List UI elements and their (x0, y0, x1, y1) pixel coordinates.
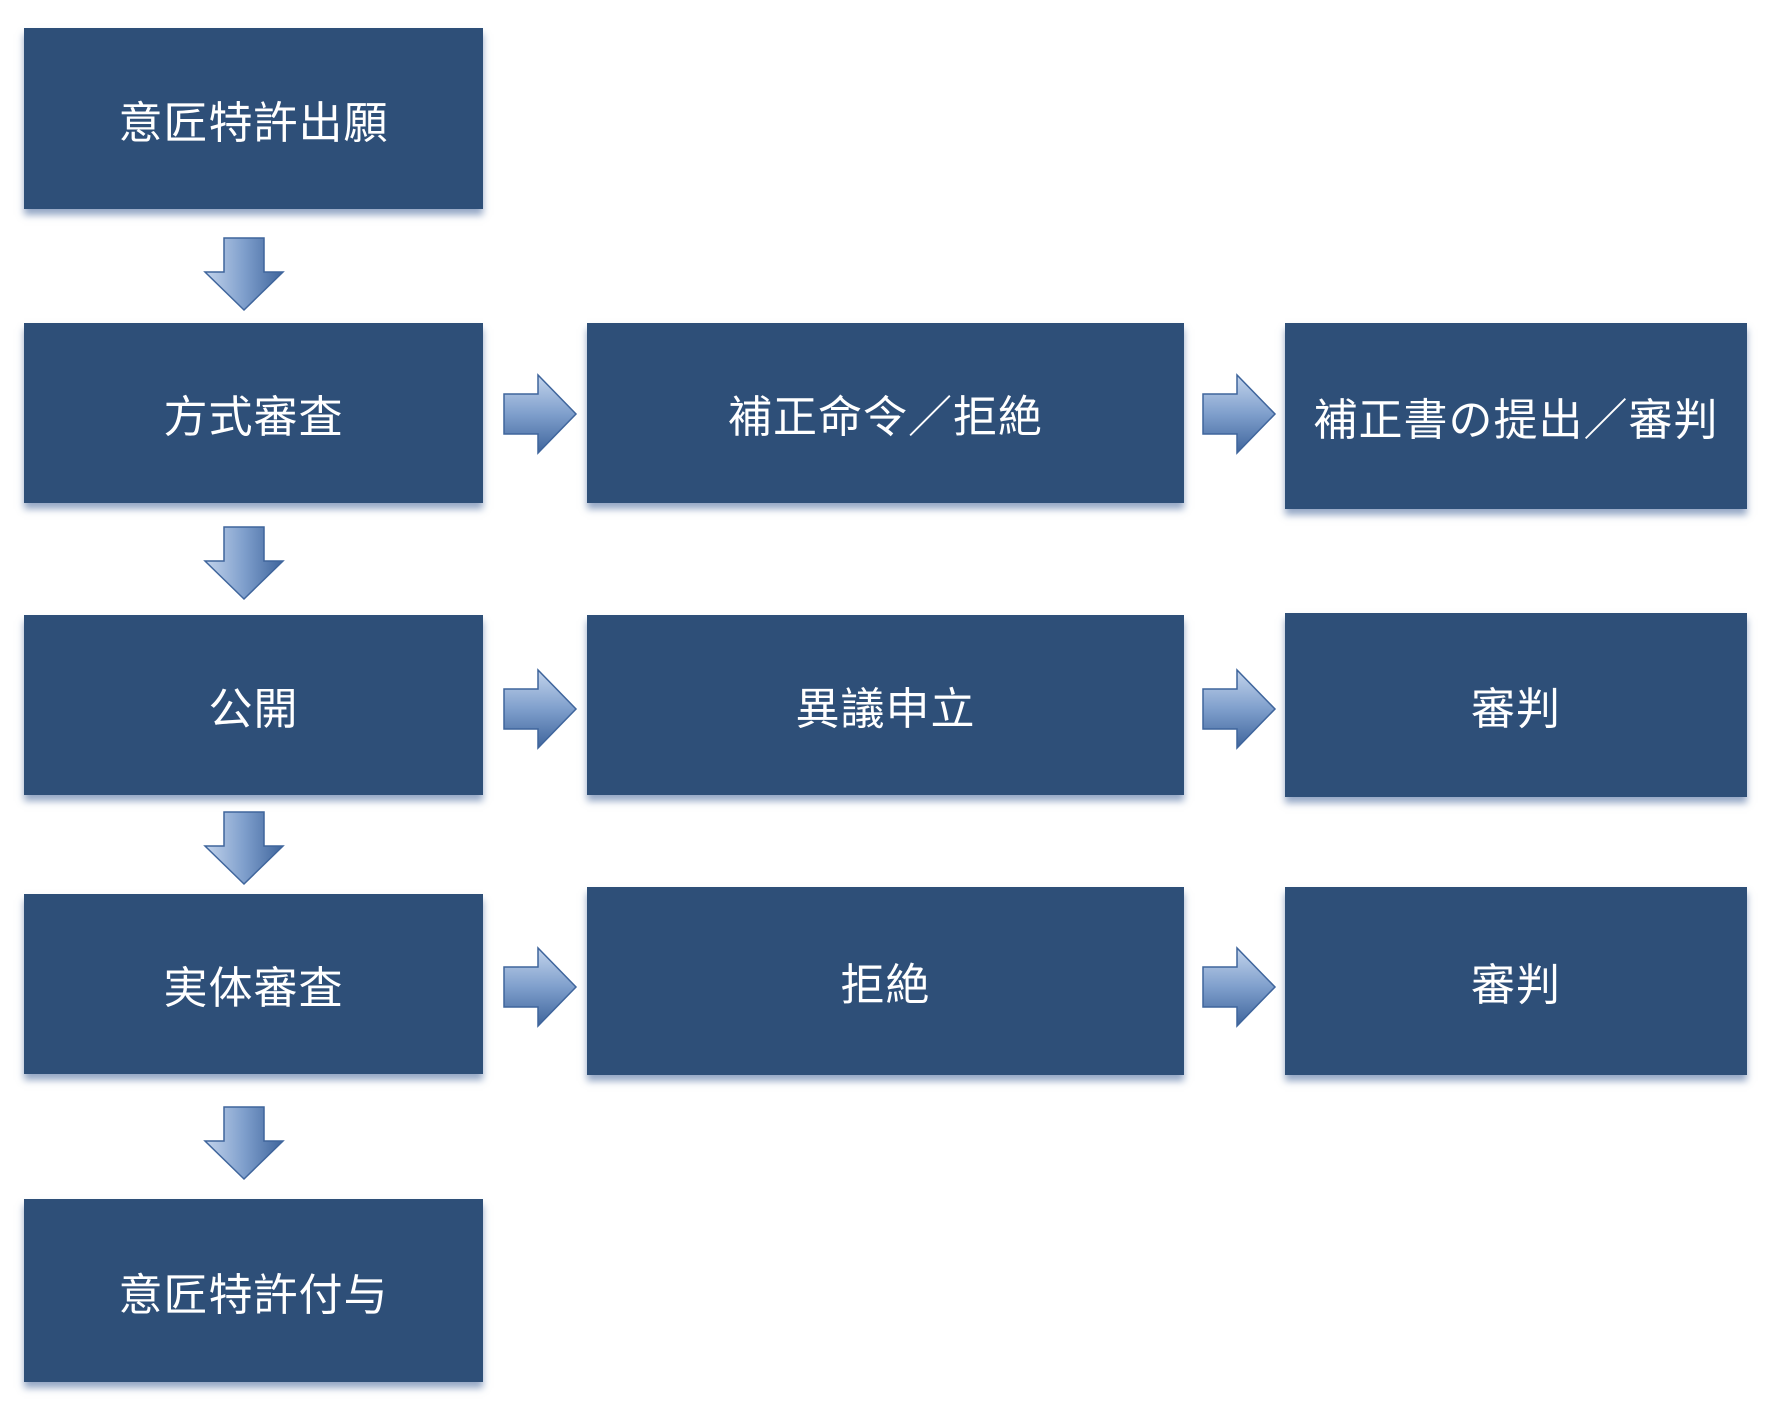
arrow-down-icon (203, 1105, 285, 1181)
arrow-down-icon (203, 810, 285, 886)
arrow-right-icon (1201, 373, 1277, 455)
arrow-right-icon (502, 668, 578, 750)
arrow-right-icon (502, 946, 578, 1028)
step-opposition: 異議申立 (587, 615, 1184, 795)
step-amendment-filing-trial: 補正書の提出／審判 (1285, 323, 1747, 509)
arrow-right-icon (502, 373, 578, 455)
step-design-application: 意匠特許出願 (24, 28, 483, 209)
step-design-patent-grant: 意匠特許付与 (24, 1199, 483, 1382)
step-trial-after-rejection: 審判 (1285, 887, 1747, 1075)
step-formal-examination: 方式審査 (24, 323, 483, 503)
step-publication: 公開 (24, 615, 483, 795)
step-rejection: 拒絶 (587, 887, 1184, 1075)
arrow-down-icon (203, 525, 285, 601)
step-amendment-order-rejection: 補正命令／拒絶 (587, 323, 1184, 503)
step-substantive-examination: 実体審査 (24, 894, 483, 1074)
step-trial-after-opposition: 審判 (1285, 613, 1747, 797)
arrow-down-icon (203, 236, 285, 312)
arrow-right-icon (1201, 946, 1277, 1028)
arrow-right-icon (1201, 668, 1277, 750)
